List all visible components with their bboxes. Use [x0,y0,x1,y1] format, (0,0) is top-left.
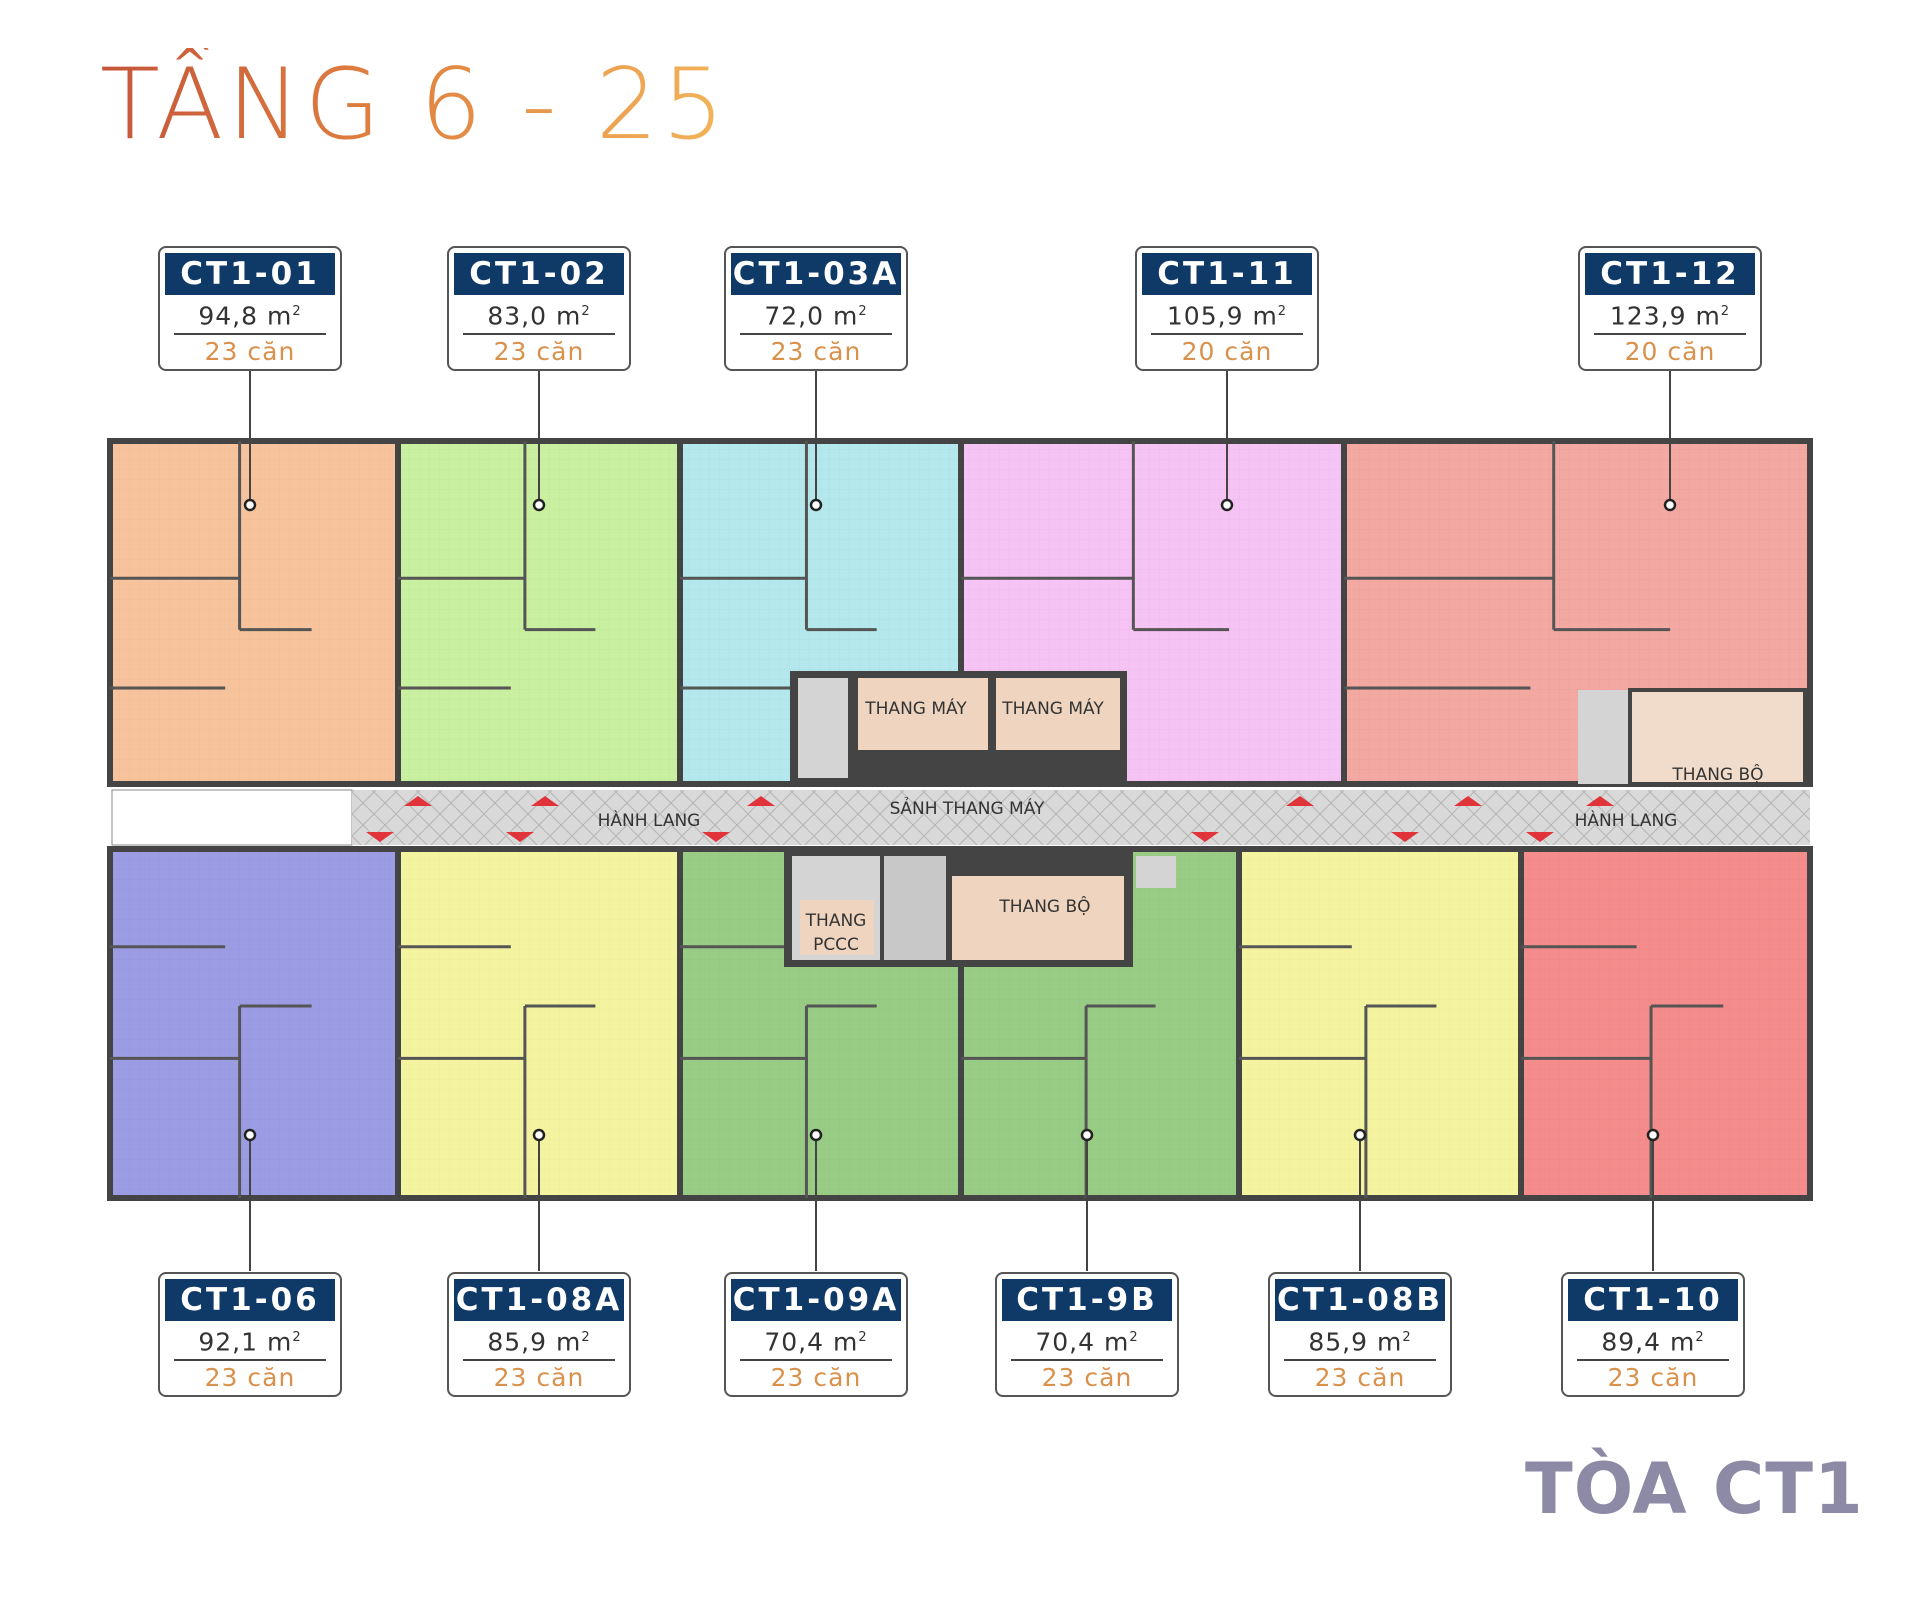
unit-code: CT1-08B [1275,1279,1445,1321]
entrance-marker-icon [1586,796,1614,806]
unit-code: CT1-01 [165,253,335,295]
unit-code: CT1-12 [1585,253,1755,295]
unit-marker-dot [532,498,546,512]
page-title: TẦNG 6 - 25 [100,48,729,162]
apartment-ct1-01[interactable] [107,438,401,787]
apartment-ct1-08a[interactable] [395,846,683,1201]
fire-elevator-label: PCCC [813,935,859,955]
unit-marker-dot [809,498,823,512]
unit-count: 20 căn [1181,337,1273,367]
unit-code: CT1-10 [1568,1279,1738,1321]
unit-code: CT1-9B [1002,1279,1172,1321]
entrance-marker-icon [404,796,432,806]
entrance-marker-icon [1526,832,1554,842]
unit-code: CT1-06 [165,1279,335,1321]
unit-area: 89,4 m2 [1577,1321,1729,1362]
unit-area: 72,0 m2 [740,295,892,336]
elevator-label: THANG MÁY [1001,697,1104,719]
apartment-ct1-06[interactable] [107,846,401,1201]
unit-code: CT1-08A [454,1279,624,1321]
unit-marker-dot [532,1128,546,1142]
unit-count: 23 căn [204,1363,296,1393]
unit-marker-dot [1220,498,1234,512]
unit-count: 20 căn [1624,337,1716,367]
entrance-marker-icon [1191,832,1219,842]
entrance-marker-icon [366,832,394,842]
entrance-marker-icon [506,832,534,842]
unit-area: 94,8 m2 [174,295,326,336]
stairs-label: THANG BỘ [998,895,1090,917]
tower-name: TÒA CT1 [1525,1448,1864,1530]
unit-code: CT1-03A [731,253,901,295]
unit-area: 83,0 m2 [463,295,615,336]
unit-count: 23 căn [204,337,296,367]
fire-elevator-label: THANG [805,911,867,931]
unit-count: 23 căn [770,1363,862,1393]
unit-area: 70,4 m2 [740,1321,892,1362]
entrance-marker-icon [1391,832,1419,842]
unit-area: 105,9 m2 [1151,295,1303,336]
apartment-ct1-12[interactable] [1341,438,1813,787]
unit-area: 92,1 m2 [174,1321,326,1362]
unit-marker-dot [243,498,257,512]
corridor-label: HÀNH LANG [1575,809,1678,831]
entrance-marker-icon [1286,796,1314,806]
unit-count: 23 căn [493,1363,585,1393]
entrance-marker-icon [747,796,775,806]
apartment-ct1-08b[interactable] [1236,846,1524,1201]
corridor-label: HÀNH LANG [598,809,701,831]
unit-area: 70,4 m2 [1011,1321,1163,1362]
lobby-label: SẢNH THANG MÁY [890,796,1045,819]
unit-count: 23 căn [1607,1363,1699,1393]
entrance-marker-icon [531,796,559,806]
unit-code: CT1-11 [1142,253,1312,295]
unit-code: CT1-09A [731,1279,901,1321]
unit-marker-dot [1353,1128,1367,1142]
core [784,671,1807,967]
unit-marker-dot [809,1128,823,1142]
unit-area: 85,9 m2 [1284,1321,1436,1362]
unit-area: 85,9 m2 [463,1321,615,1362]
unit-count: 23 căn [1041,1363,1133,1393]
entrance-marker-icon [702,832,730,842]
unit-area: 123,9 m2 [1594,295,1746,336]
unit-count: 23 căn [770,337,862,367]
unit-code: CT1-02 [454,253,624,295]
entrance-marker-icon [1454,796,1482,806]
elevator-label: THANG MÁY [864,697,967,719]
unit-marker-dot [243,1128,257,1142]
unit-marker-dot [1646,1128,1660,1142]
unit-count: 23 căn [493,337,585,367]
unit-count: 23 căn [1314,1363,1406,1393]
stairs-label: THANG BỘ [1671,763,1763,785]
unit-marker-dot [1080,1128,1094,1142]
apartment-ct1-10[interactable] [1518,846,1813,1201]
corridor [111,789,1810,846]
unit-marker-dot [1663,498,1677,512]
